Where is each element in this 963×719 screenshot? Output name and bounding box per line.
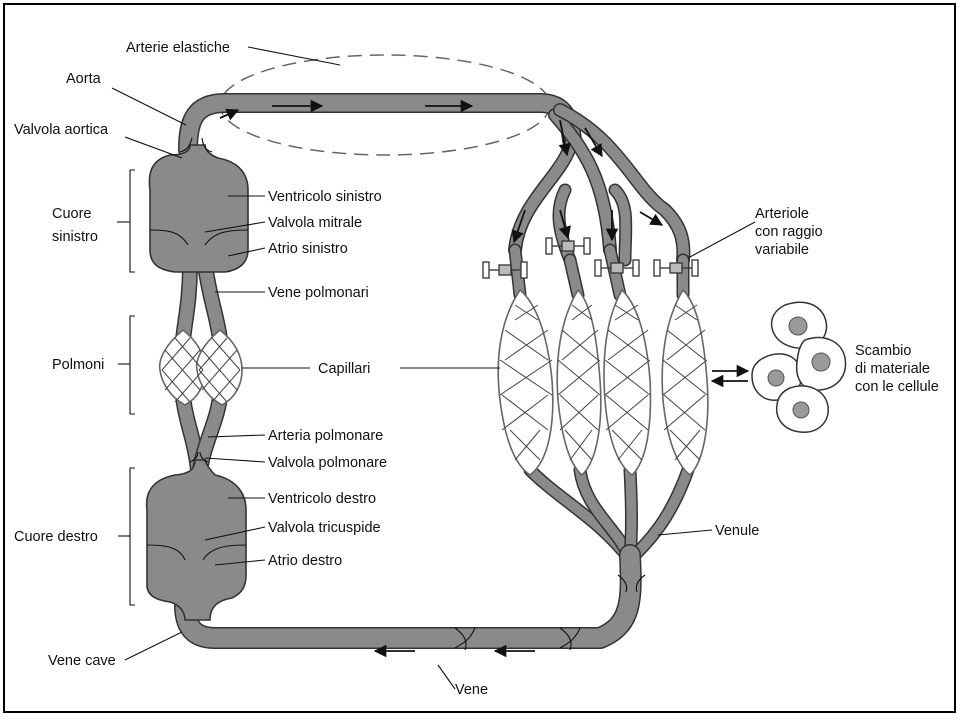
label-vene-polmonari: Vene polmonari xyxy=(268,285,369,301)
label-arteriole-line1: Arteriole xyxy=(755,206,809,222)
systemic-capillaries xyxy=(498,290,708,475)
label-arterie-elastiche: Arterie elastiche xyxy=(126,40,230,56)
label-scambio-line3: con le cellule xyxy=(855,379,939,395)
label-vene: Vene xyxy=(455,682,488,698)
label-arteria-polmonare: Arteria polmonare xyxy=(268,428,383,444)
label-cuore-sinistro-line1: Cuore xyxy=(52,206,92,222)
label-cuore-destro: Cuore destro xyxy=(14,529,98,545)
lung-capillaries xyxy=(160,330,242,405)
right-heart-shape xyxy=(147,460,246,620)
label-polmoni: Polmoni xyxy=(52,357,104,373)
label-valvola-mitrale: Valvola mitrale xyxy=(268,215,362,231)
label-atrio-sinistro: Atrio sinistro xyxy=(268,241,348,257)
label-valvola-tricuspide: Valvola tricuspide xyxy=(268,520,381,536)
label-aorta: Aorta xyxy=(66,71,102,87)
left-heart-shape xyxy=(149,145,248,272)
label-atrio-destro: Atrio destro xyxy=(268,553,342,569)
label-arteriole-line2: con raggio xyxy=(755,224,823,240)
label-valvola-aortica: Valvola aortica xyxy=(14,122,109,138)
label-valvola-polmonare: Valvola polmonare xyxy=(268,455,387,471)
label-capillari: Capillari xyxy=(318,361,370,377)
label-arteriole-line3: variabile xyxy=(755,242,809,258)
label-ventricolo-sinistro: Ventricolo sinistro xyxy=(268,189,382,205)
label-scambio-line2: di materiale xyxy=(855,361,930,377)
label-scambio-line1: Scambio xyxy=(855,343,911,359)
label-vene-cave: Vene cave xyxy=(48,653,116,669)
tissue-cells xyxy=(752,302,846,432)
label-cuore-sinistro-line2: sinistro xyxy=(52,229,98,245)
label-ventricolo-destro: Ventricolo destro xyxy=(268,491,376,507)
label-venule: Venule xyxy=(715,523,759,539)
